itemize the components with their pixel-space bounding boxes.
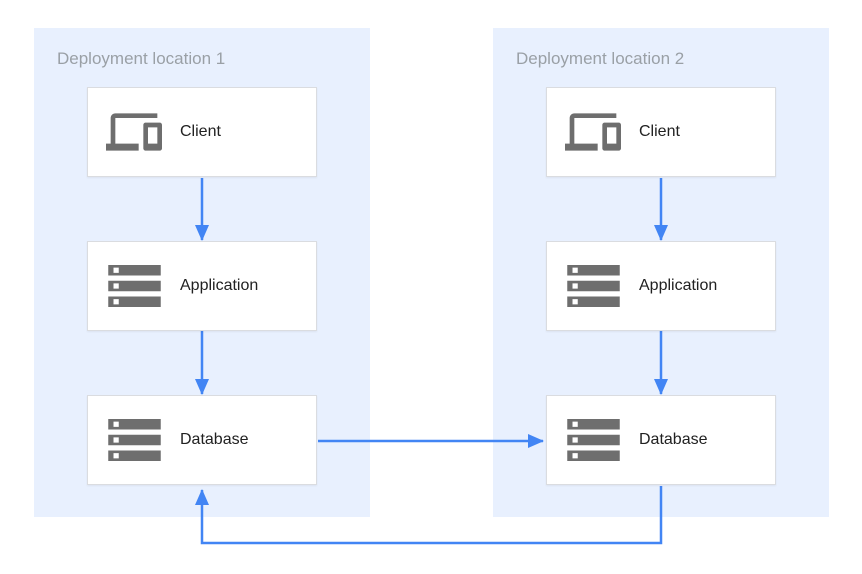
node-label: Database (639, 431, 708, 448)
node-label: Application (639, 277, 718, 294)
storage-icon (561, 419, 625, 461)
client-node-1: Client (87, 87, 317, 177)
devices-icon (561, 110, 625, 154)
node-label: Client (180, 123, 221, 140)
database-node-1: Database (87, 395, 317, 485)
devices-icon (102, 110, 166, 154)
database-node-2: Database (546, 395, 776, 485)
node-label: Application (180, 277, 259, 294)
client-node-2: Client (546, 87, 776, 177)
storage-icon (561, 265, 625, 307)
application-node-1: Application (87, 241, 317, 331)
storage-icon (102, 419, 166, 461)
panel-title: Deployment location 1 (57, 49, 226, 68)
node-label: Client (639, 123, 680, 140)
panel-title: Deployment location 2 (516, 49, 685, 68)
storage-icon (102, 265, 166, 307)
node-label: Database (180, 431, 249, 448)
application-node-2: Application (546, 241, 776, 331)
